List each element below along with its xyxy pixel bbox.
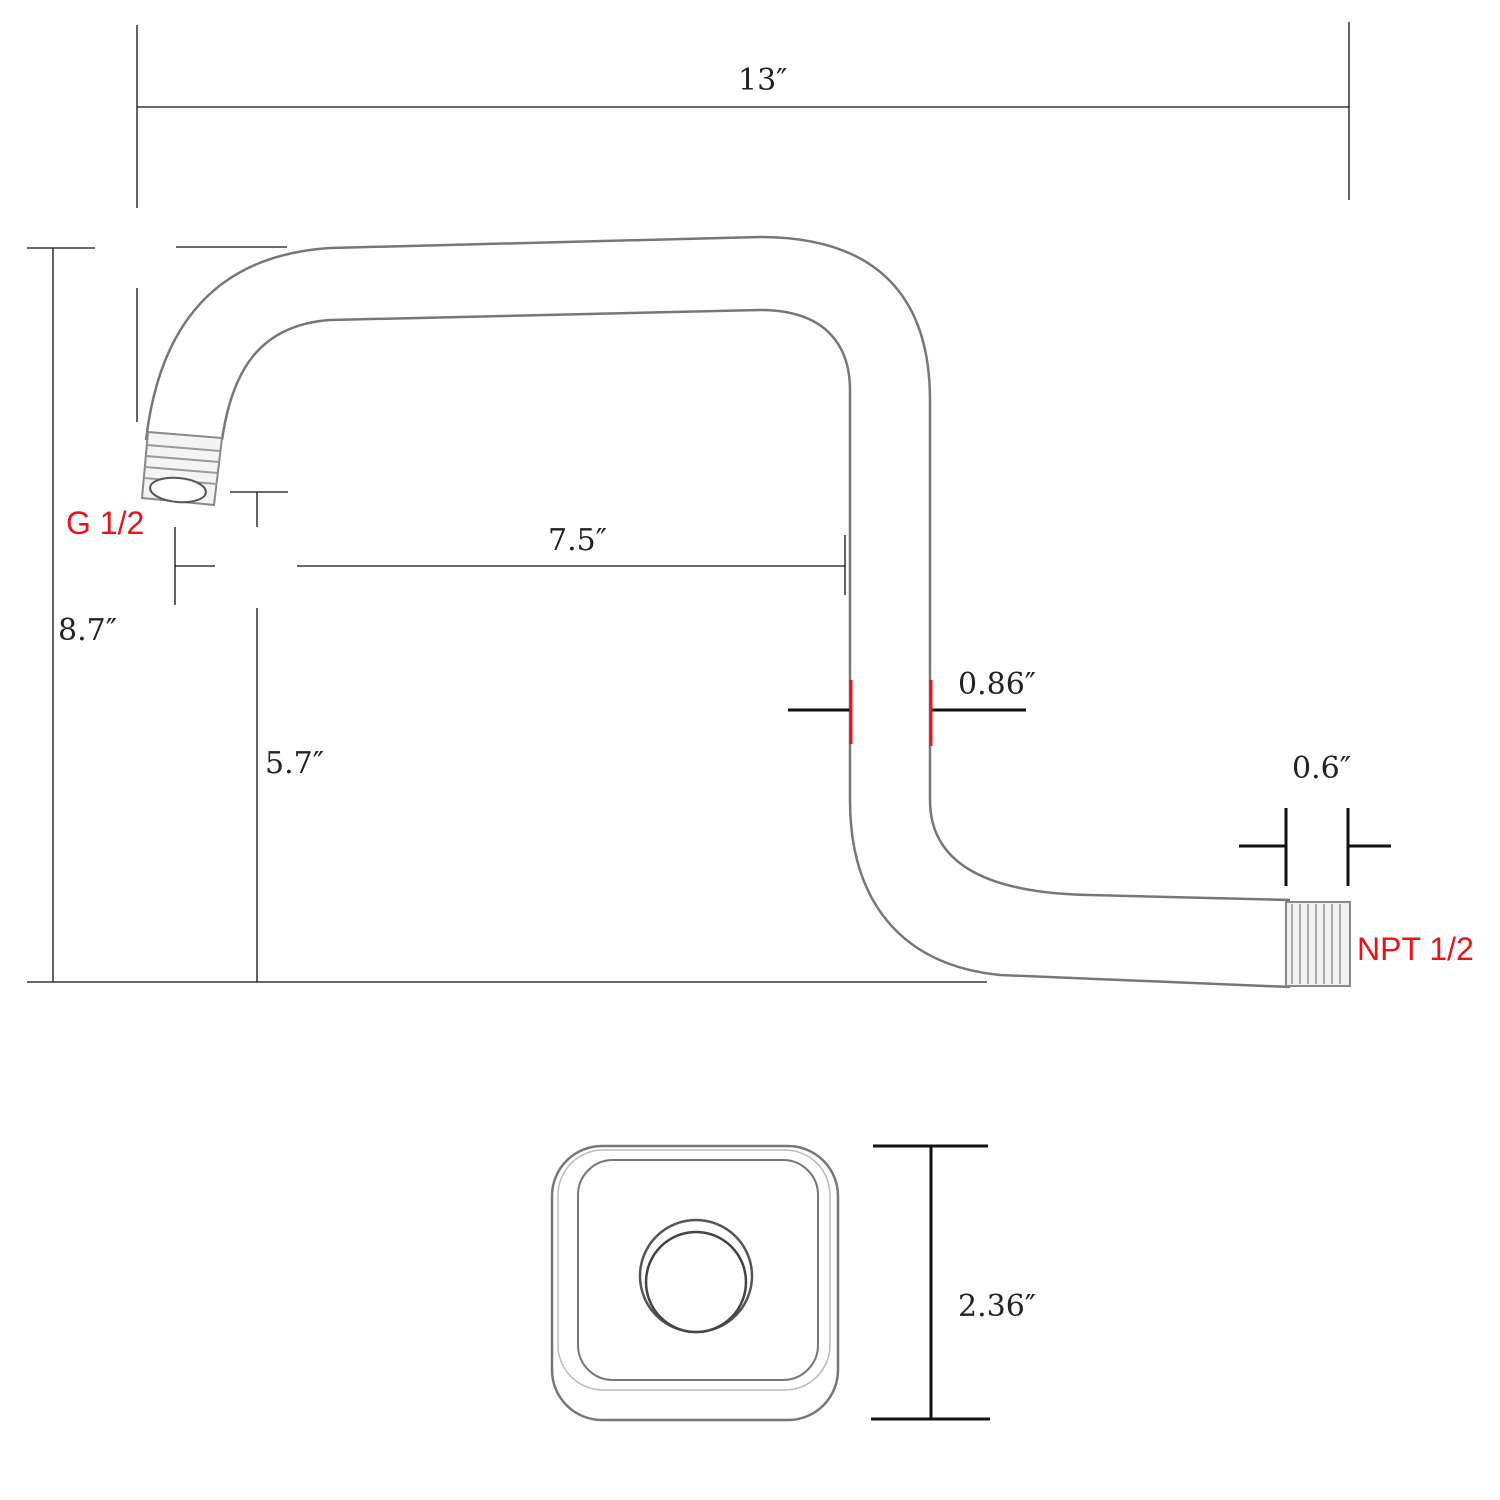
offset-length-dimension: 7.5″ [174, 491, 846, 605]
flange-size-label: 2.36″ [958, 1289, 1036, 1324]
shower-arm-pipe [144, 235, 1291, 989]
overall-length-label: 13″ [738, 63, 787, 98]
inlet-thread-label: G 1/2 [66, 505, 144, 541]
flange-size-dimension: 2.36″ [871, 1144, 1036, 1421]
inlet-thread: G 1/2 [66, 430, 224, 541]
overall-height-label: 8.7″ [58, 613, 117, 648]
pipe-diameter-label: 0.86″ [958, 667, 1036, 702]
outlet-thread: NPT 1/2 [1285, 901, 1474, 987]
overall-length-dimension: 13″ [136, 22, 1350, 208]
thread-length-label: 0.6″ [1292, 751, 1351, 786]
square-flange [550, 1144, 840, 1422]
thread-length-dimension: 0.6″ [1239, 751, 1391, 886]
pipe-diameter-dimension: 0.86″ [788, 667, 1036, 746]
lower-height-dimension: 5.7″ [256, 608, 324, 982]
offset-length-label: 7.5″ [548, 523, 607, 558]
overall-height-dimension: 8.7″ [27, 246, 987, 983]
outlet-thread-label: NPT 1/2 [1357, 931, 1474, 967]
lower-height-label: 5.7″ [265, 746, 324, 781]
